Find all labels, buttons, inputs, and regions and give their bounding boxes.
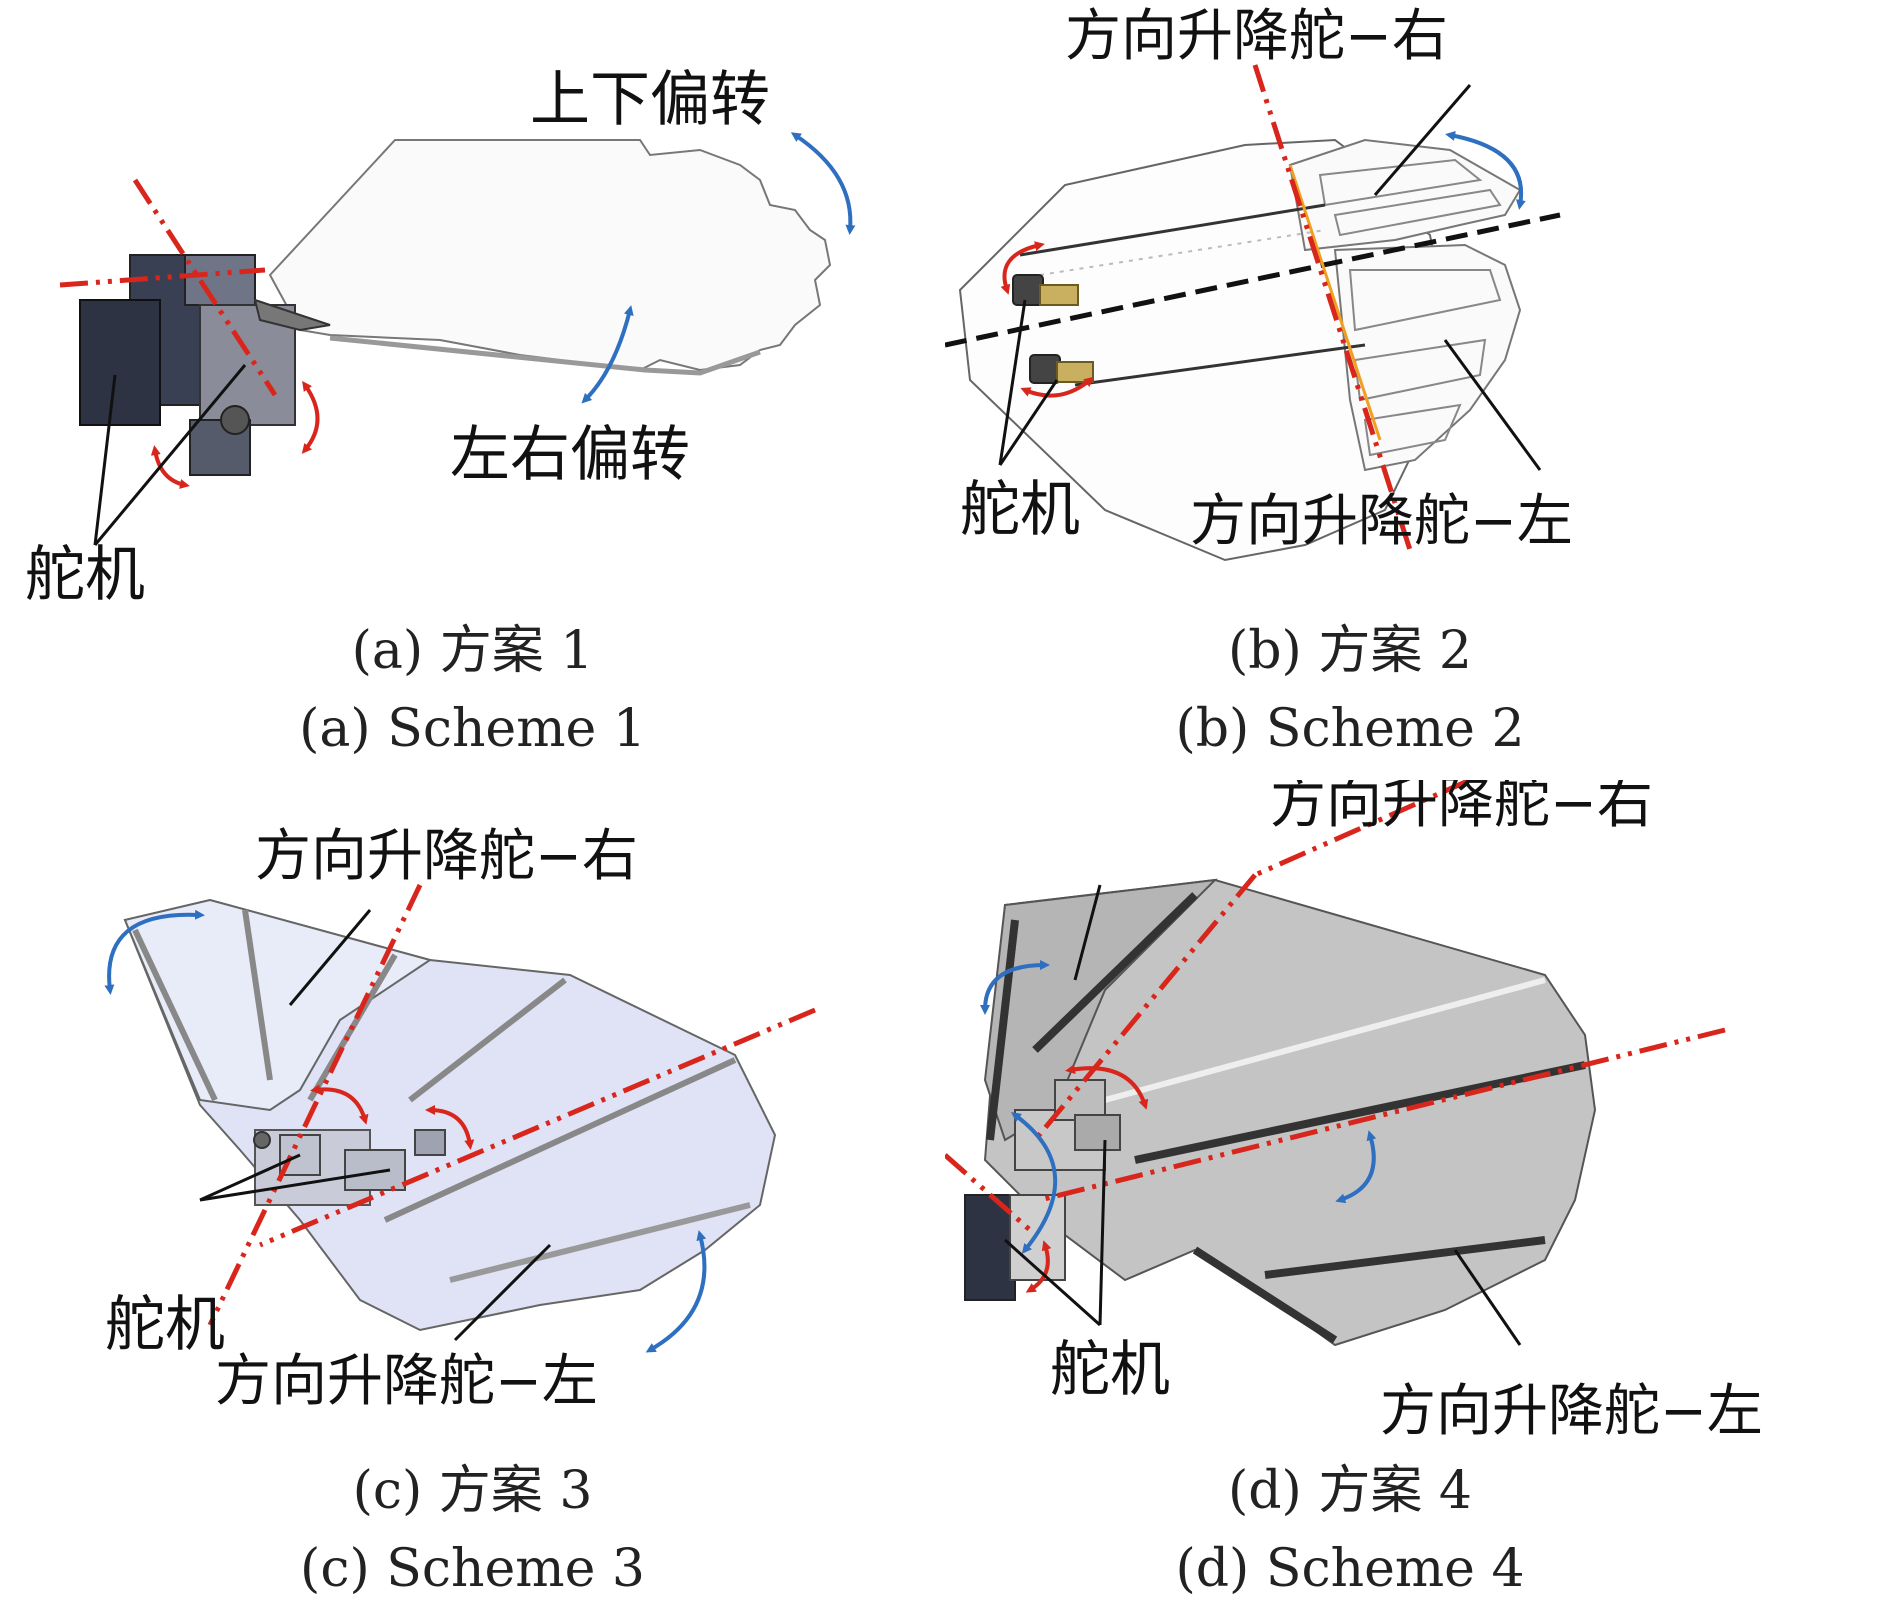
- caption-b-cn: (b) 方案 2: [1227, 621, 1472, 681]
- servo-lower-horn: [1056, 361, 1094, 383]
- servo-hub: [253, 1131, 271, 1149]
- rib-3: [1104, 977, 1546, 1103]
- fin-plate-edge: [329, 335, 761, 376]
- servo-block-2: [344, 1149, 406, 1191]
- label-servo: 舵机: [1050, 1335, 1170, 1405]
- servo-lower: [1029, 354, 1061, 384]
- rib-2: [1032, 892, 1198, 1053]
- servo-leader-2: [998, 379, 1059, 466]
- servo-1-rotation-arrow: [310, 1084, 369, 1125]
- servo-leader-2: [1003, 1238, 1102, 1327]
- rib-6: [449, 1202, 751, 1283]
- label-left: 方向升降舵−左: [1190, 489, 1573, 554]
- label-right: 方向升降舵−右: [255, 824, 638, 889]
- panel-d-figure: 方向升降舵−右 方向升降舵−左 舵机: [945, 780, 1763, 1444]
- fan-body: [983, 878, 1597, 1347]
- servo-axis: [945, 1153, 1032, 1232]
- rib-5: [1264, 1236, 1546, 1279]
- pushrod-upper-ghost: [1039, 229, 1326, 276]
- servo-1-rotation-arrow: [1065, 1064, 1149, 1110]
- caption-c-cn: (c) 方案 3: [352, 1461, 593, 1521]
- servo-block-front: [79, 299, 161, 426]
- servo-leader-1: [93, 374, 117, 546]
- pitch-axis: [132, 178, 278, 397]
- label-right-leader: [288, 909, 372, 1006]
- label-right: 方向升降舵−右: [1065, 4, 1448, 69]
- rib-4: [408, 977, 567, 1103]
- hinge-axis: [1252, 64, 1413, 551]
- panel-a-figure: 上下偏转 左右偏转 舵机: [25, 65, 856, 610]
- label-right-leader: [1073, 884, 1102, 981]
- upper-surface-motion-arrow: [104, 909, 205, 995]
- yaw-motion-arrow: [581, 305, 634, 404]
- servo-upper-rotation-arrow: [1000, 241, 1045, 295]
- rib-6: [1192, 1246, 1338, 1344]
- panel-c-figure: 方向升降舵−右 方向升降舵−左 舵机: [104, 824, 816, 1414]
- label-yaw: 左右偏转: [450, 420, 690, 490]
- rudder-left-rib-3: [1363, 403, 1462, 457]
- pushrod-upper: [1019, 203, 1326, 257]
- panel-b-figure: 方向升降舵−右 方向升降舵−左 舵机: [945, 4, 1573, 562]
- label-right: 方向升降舵−右: [1270, 780, 1653, 836]
- lower-surface-motion-arrow: [645, 1230, 707, 1353]
- label-left-leader: [453, 1243, 552, 1342]
- servo-hub: [220, 405, 250, 435]
- hinge-axis-upper-ext: [1253, 780, 1472, 878]
- label-pitch: 上下偏转: [530, 65, 770, 135]
- rib-5: [383, 1057, 737, 1223]
- rib-4: [1134, 1061, 1586, 1164]
- caption-b-en: (b) Scheme 2: [1175, 699, 1525, 759]
- caption-c-en: (c) Scheme 3: [300, 1539, 645, 1599]
- label-right-leader: [1373, 84, 1472, 196]
- label-left-leader: [1443, 339, 1542, 471]
- hinge-line: [1288, 164, 1382, 441]
- rudder-left-surface: [1333, 243, 1522, 472]
- servo-lower-rotation-arrow: [1020, 376, 1094, 398]
- servo-upper: [1012, 274, 1044, 306]
- caption-d-cn: (d) 方案 4: [1227, 1461, 1472, 1521]
- surface-motion-arrow: [1445, 131, 1526, 210]
- label-left-leader: [1453, 1249, 1522, 1346]
- rudder-left-rib-1: [1348, 269, 1502, 332]
- rib-2: [242, 909, 273, 1081]
- hinge-axis-lower: [259, 1007, 816, 1248]
- servo-upper-horn: [1039, 284, 1079, 306]
- caption-d-en: (d) Scheme 4: [1175, 1539, 1525, 1599]
- servo-a-rotation-arrow: [301, 380, 320, 454]
- panel-b: 方向升降舵−右 方向升降舵−左 舵机 (b) 方案 2 (b) Scheme 2: [945, 0, 1890, 780]
- servo-arm: [253, 298, 331, 332]
- pitch-motion-arrow: [790, 132, 856, 235]
- label-left: 方向升降舵−左: [1380, 1379, 1763, 1444]
- servo-2-rotation-arrow: [1025, 1240, 1052, 1293]
- hinge-axis-lower: [1039, 1027, 1726, 1203]
- rudder-right-surface: [1288, 138, 1522, 252]
- servo-leader-1: [998, 299, 1027, 466]
- servo-leader-2: [199, 1168, 391, 1202]
- servo-leader-1: [1098, 1139, 1107, 1326]
- fin-plate: [268, 139, 832, 372]
- panel-d: 方向升降舵−右 方向升降舵−左 舵机 (d) 方案 4 (d) Scheme 4: [945, 780, 1890, 1620]
- servo-link: [414, 1129, 446, 1156]
- servo-block-2: [1074, 1114, 1121, 1151]
- caption-a-en: (a) Scheme 1: [299, 699, 646, 759]
- center-axis: [945, 212, 1561, 348]
- label-servo: 舵机: [105, 1290, 225, 1360]
- label-left: 方向升降舵−左: [215, 1349, 598, 1414]
- rib-1: [986, 919, 1019, 1141]
- caption-a-cn: (a) 方案 1: [351, 621, 594, 681]
- servo-leader-1: [199, 1153, 301, 1202]
- servo-2-rotation-arrow: [425, 1105, 475, 1150]
- label-servo: 舵机: [25, 540, 145, 610]
- servo-body-motion-arrow: [1010, 1112, 1057, 1254]
- pushrod-lower: [1074, 343, 1366, 387]
- servo-b-rotation-arrow: [150, 445, 190, 489]
- panel-c: 方向升降舵−右 方向升降舵−左 舵机 (c) 方案 3 (c) Scheme 3: [0, 780, 945, 1620]
- servo-leader-2: [93, 364, 247, 546]
- panel-a: 上下偏转 左右偏转 舵机 (a) 方案 1 (a) Scheme 1: [0, 0, 945, 780]
- label-servo: 舵机: [960, 475, 1080, 545]
- lower-surface-motion-arrow: [1335, 1130, 1377, 1204]
- servo-mount: [184, 254, 256, 306]
- yaw-axis: [59, 267, 266, 288]
- upper-surface-motion-arrow: [980, 960, 1050, 1015]
